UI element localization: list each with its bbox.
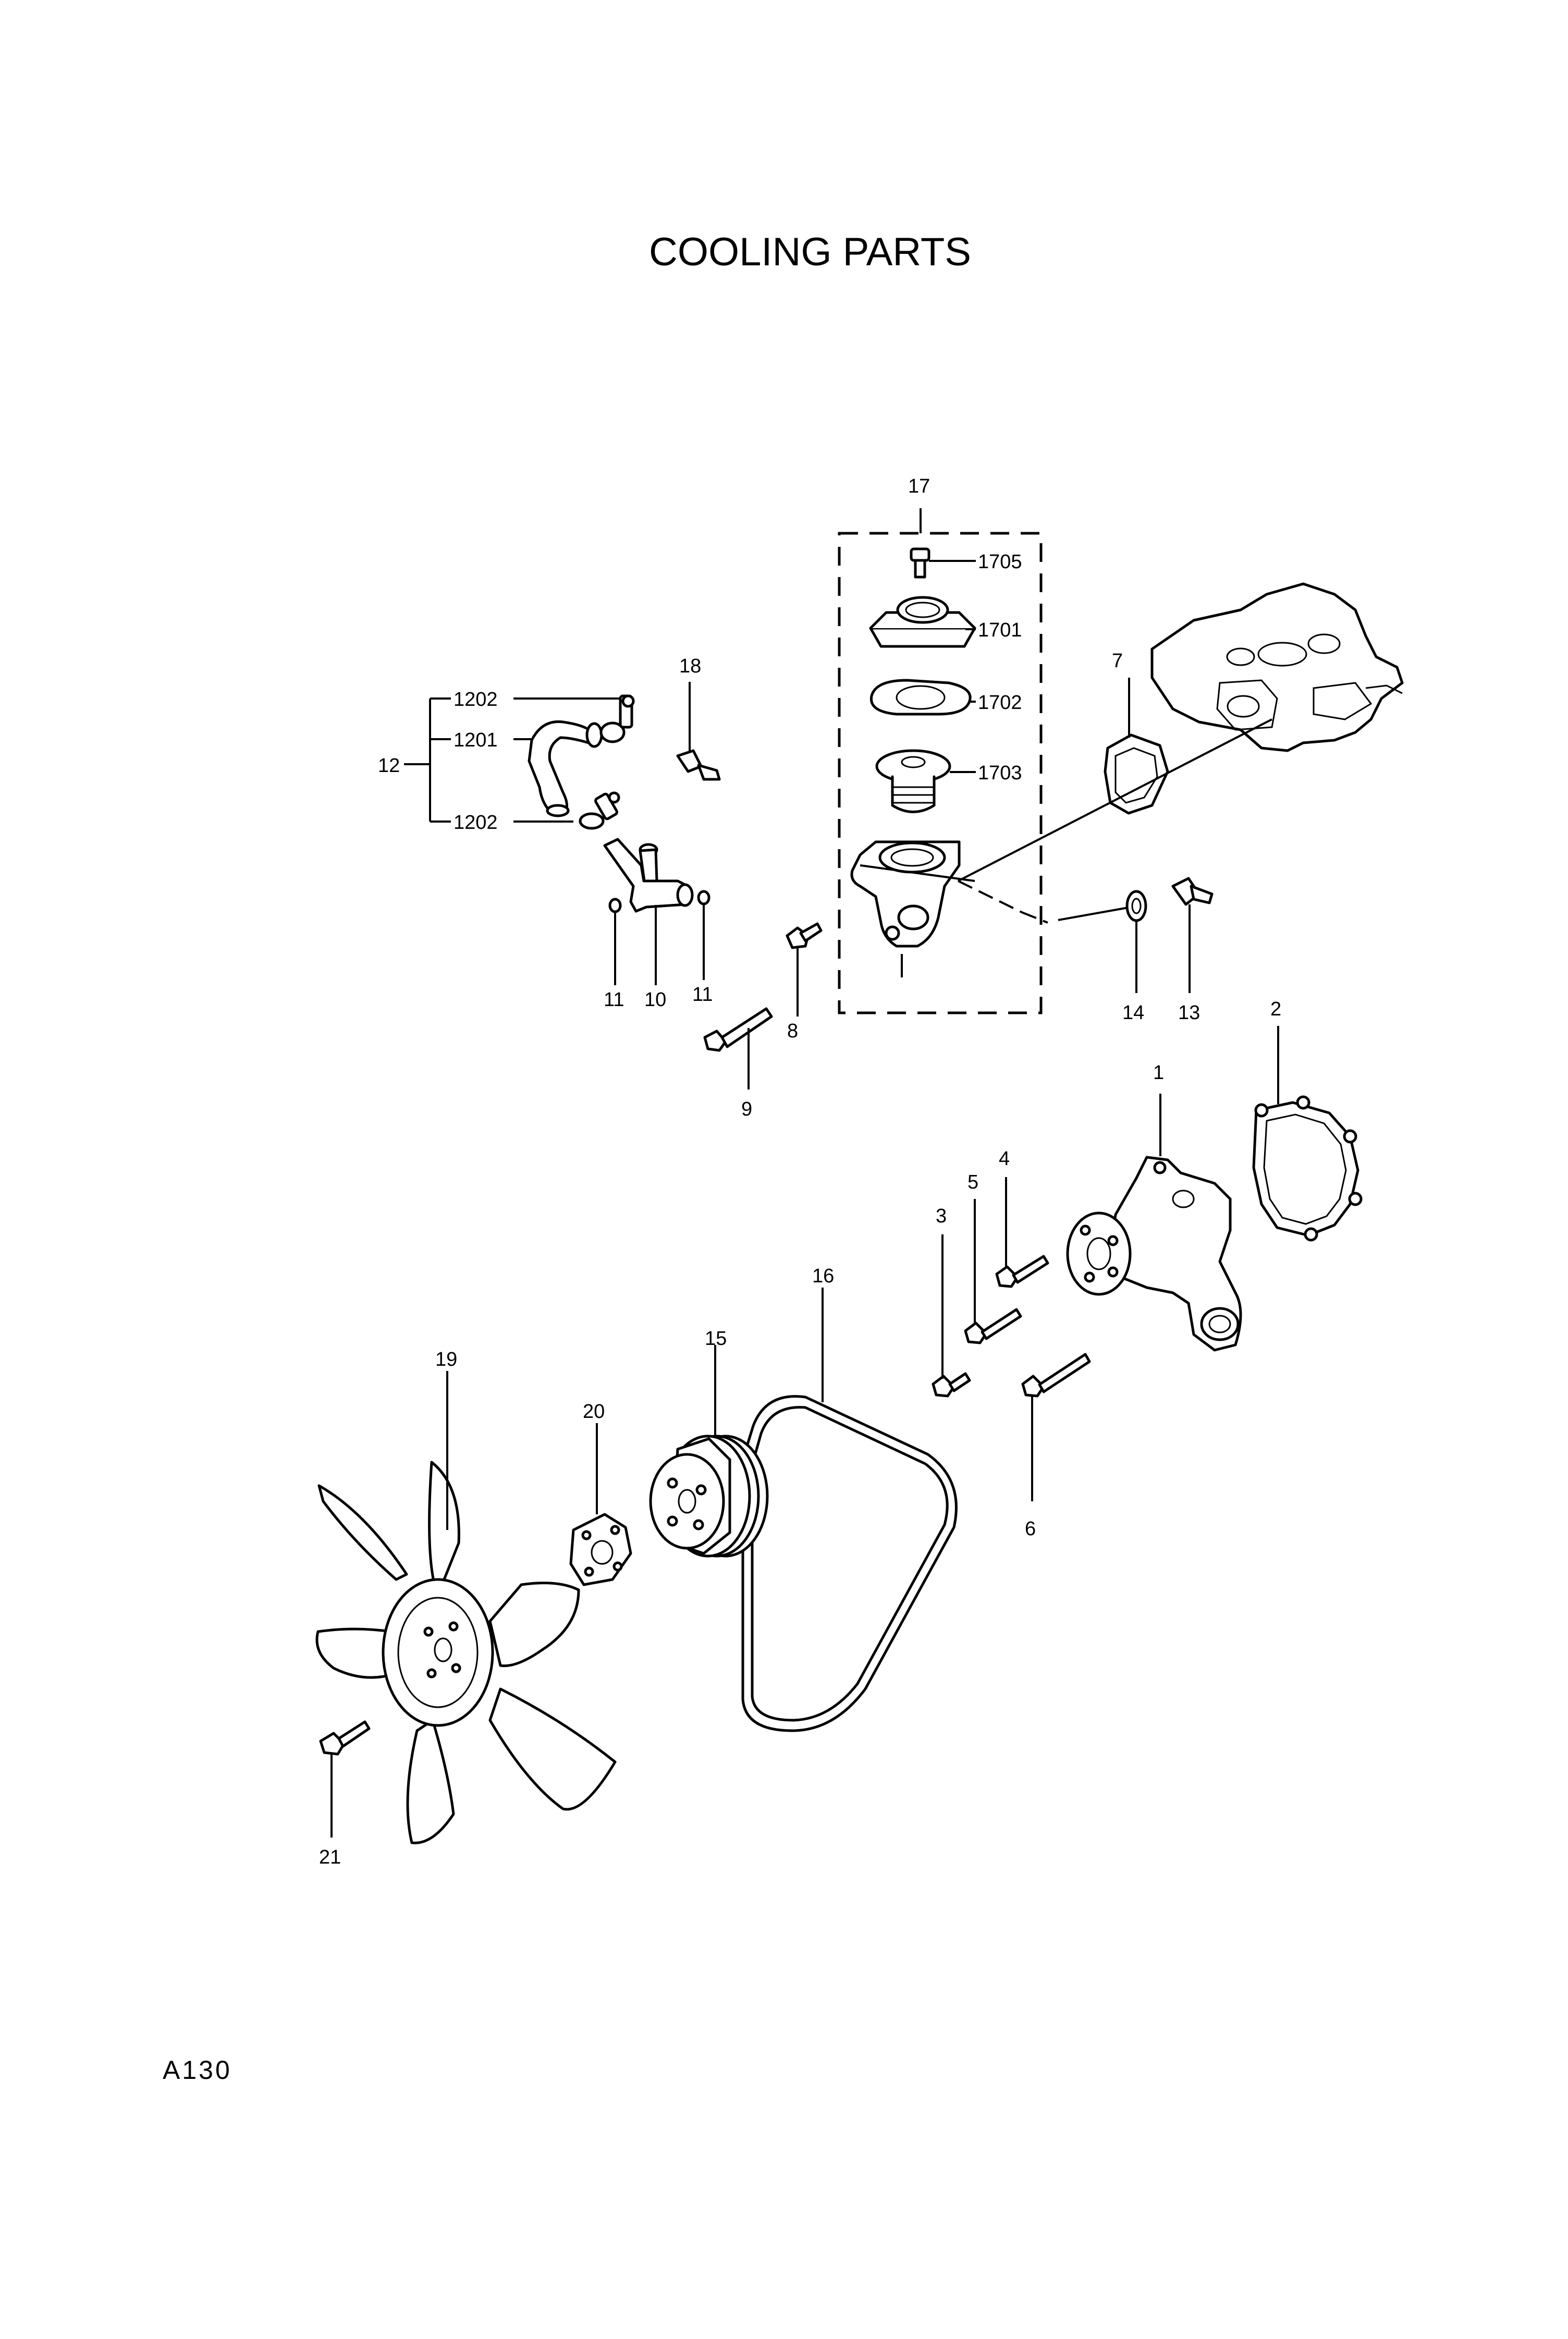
hose-group-12: 12 1202 1201 1202: [378, 689, 626, 834]
callout-21: 21: [319, 1846, 341, 1868]
bolt-4: 4: [995, 1148, 1049, 1288]
sensor-13: 13: [1171, 877, 1214, 1024]
callout-14: 14: [1122, 1002, 1144, 1024]
thermostat-housing: [850, 840, 961, 977]
callout-15: 15: [705, 1328, 727, 1350]
water-pump-gasket-2: 2: [1252, 998, 1363, 1242]
pulley-15: 15: [649, 1328, 769, 1558]
o-ring-11-right: 11: [692, 890, 713, 1006]
page-title: COOLING PARTS: [649, 230, 971, 274]
callout-5: 5: [967, 1171, 978, 1193]
callout-1202-lower: 1202: [454, 812, 498, 834]
thermostat-cover-1701: 1701: [869, 596, 1022, 648]
thermostat-bolt-1705: 1705: [910, 547, 1022, 579]
callout-16: 16: [812, 1265, 834, 1287]
bolt-3: 3: [932, 1205, 971, 1398]
o-ring-11-left: 11: [604, 898, 624, 1011]
hose-clamp-1202-upper: [599, 694, 635, 743]
callout-19: 19: [435, 1349, 457, 1370]
callout-1702: 1702: [978, 692, 1022, 714]
engine-block-fragment: [1150, 582, 1404, 752]
callout-3: 3: [936, 1205, 947, 1227]
callout-4: 4: [999, 1148, 1010, 1170]
cooling-fan-19: 19: [315, 1349, 617, 1844]
callout-1202-upper: 1202: [454, 689, 498, 711]
callout-6: 6: [1025, 1518, 1036, 1540]
callout-1: 1: [1153, 1062, 1164, 1084]
fan-spacer-20: 20: [569, 1401, 632, 1586]
v-belt-16: 16: [741, 1265, 958, 1732]
callout-8: 8: [787, 1020, 798, 1042]
hose-1201: [528, 720, 603, 817]
callout-1703: 1703: [978, 762, 1022, 784]
callout-1701: 1701: [978, 619, 1022, 641]
washer-14: 14: [1122, 890, 1147, 1024]
callout-1705: 1705: [978, 551, 1022, 573]
callout-1201: 1201: [454, 729, 498, 751]
callout-20: 20: [583, 1401, 605, 1423]
hose-clamp-1202-lower: [579, 791, 620, 830]
callout-18: 18: [679, 655, 701, 677]
callout-12: 12: [378, 755, 400, 777]
thermostat-1703: 1703: [875, 749, 1022, 813]
bolt-8: 8: [786, 922, 823, 1042]
callout-7: 7: [1112, 650, 1123, 672]
fan-bolt-21: 21: [319, 1720, 371, 1868]
callout-9: 9: [741, 1098, 752, 1120]
callout-17: 17: [908, 475, 930, 497]
bolt-9: 9: [703, 1007, 773, 1120]
bolt-6: 6: [1021, 1353, 1091, 1540]
callout-11-right: 11: [692, 984, 713, 1006]
temperature-sensor-18: 18: [676, 655, 721, 781]
callout-10: 10: [644, 989, 666, 1011]
page-code: A130: [163, 2055, 232, 2085]
callout-11-left: 11: [604, 989, 624, 1011]
callout-2: 2: [1270, 998, 1281, 1020]
water-pipe-10: 10: [603, 838, 694, 1011]
bolt-5: 5: [964, 1171, 1022, 1344]
thermostat-gasket-1702: 1702: [869, 679, 1022, 716]
thermostat-housing-gasket-7: 7: [1104, 650, 1169, 815]
thermostat-assembly-group: 17: [838, 475, 1043, 1014]
callout-13: 13: [1178, 1002, 1200, 1024]
water-pump-1: 1: [1066, 1062, 1242, 1352]
